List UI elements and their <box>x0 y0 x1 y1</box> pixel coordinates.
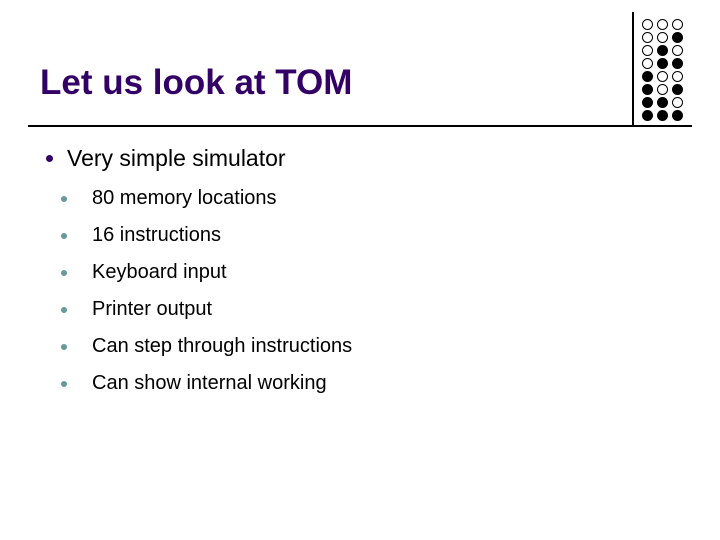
binary-dot-outline-icon <box>657 19 668 30</box>
binary-dot-outline-icon <box>672 71 683 82</box>
bullet-item-level1: Very simple simulator <box>0 141 720 175</box>
level2-bullet-icon <box>61 232 67 239</box>
binary-dot-filled-icon <box>642 110 653 121</box>
bullet-item-level2: Can show internal working <box>0 365 720 402</box>
bullet-item-level2: 16 instructions <box>0 217 720 254</box>
binary-dot-filled-icon <box>642 71 653 82</box>
level2-bullet-icon <box>61 306 67 313</box>
bullet-item-level2: 80 memory locations <box>0 180 720 217</box>
bullet-item-level2: Keyboard input <box>0 254 720 291</box>
binary-dot-outline-icon <box>672 45 683 56</box>
binary-dot-filled-icon <box>672 58 683 69</box>
binary-dot-outline-icon <box>642 19 653 30</box>
binary-dot-outline-icon <box>672 97 683 108</box>
level2-bullet-text: Can show internal working <box>92 372 327 394</box>
bullet-item-level2: Printer output <box>0 291 720 328</box>
level2-bullet-icon <box>61 343 67 350</box>
level2-bullet-text: Keyboard input <box>92 261 227 283</box>
bullet-item-level2: Can step through instructions <box>0 328 720 365</box>
binary-dot-outline-icon <box>657 84 668 95</box>
binary-dot-filled-icon <box>642 84 653 95</box>
binary-dot-grid <box>642 19 683 121</box>
binary-dot-filled-icon <box>657 97 668 108</box>
level2-bullet-text: 16 instructions <box>92 224 221 246</box>
slide-title: Let us look at TOM <box>40 63 353 102</box>
binary-dot-outline-icon <box>657 32 668 43</box>
bullet-list: Very simple simulator 80 memory locations… <box>0 141 720 402</box>
binary-dot-filled-icon <box>672 110 683 121</box>
binary-dot-filled-icon <box>672 32 683 43</box>
binary-dot-outline-icon <box>642 32 653 43</box>
binary-dot-outline-icon <box>642 58 653 69</box>
level2-bullet-text: 80 memory locations <box>92 187 277 209</box>
level2-bullet-text: Printer output <box>92 298 213 320</box>
binary-dot-outline-icon <box>672 19 683 30</box>
binary-dot-outline-icon <box>657 71 668 82</box>
level2-bullet-icon <box>61 380 67 387</box>
level2-bullet-icon <box>61 195 67 202</box>
binary-dot-outline-icon <box>642 45 653 56</box>
binary-dot-filled-icon <box>657 110 668 121</box>
level2-bullet-icon <box>61 269 67 276</box>
level1-bullet-icon <box>46 154 53 162</box>
title-underline <box>28 125 692 127</box>
binary-dot-filled-icon <box>642 97 653 108</box>
binary-dot-filled-icon <box>672 84 683 95</box>
level1-bullet-text: Very simple simulator <box>67 144 286 171</box>
binary-dot-filled-icon <box>657 45 668 56</box>
binary-dot-filled-icon <box>657 58 668 69</box>
decoration-vertical-line <box>632 12 634 125</box>
level2-bullet-text: Can step through instructions <box>92 335 353 357</box>
